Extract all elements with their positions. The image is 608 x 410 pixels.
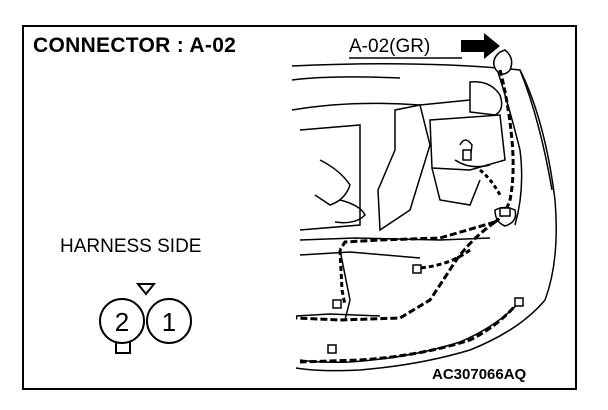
figure-id: AC307066AQ [432, 366, 527, 383]
pin-1-circle [146, 298, 192, 344]
vehicle-engine-illustration [291, 49, 557, 372]
harness-connectors [327, 149, 524, 354]
connector-symbol [99, 283, 192, 354]
connector-callout-label: A-02(GR) [349, 36, 431, 57]
pin-2-label: 2 [115, 307, 129, 337]
locator-triangle-icon [135, 283, 157, 296]
arrow-right-icon [461, 33, 500, 59]
connector-title: CONNECTOR : A-02 [33, 34, 237, 57]
pin-2-circle [99, 298, 145, 344]
pin-1-label: 1 [162, 307, 176, 337]
harness-side-label: HARNESS SIDE [60, 236, 202, 257]
